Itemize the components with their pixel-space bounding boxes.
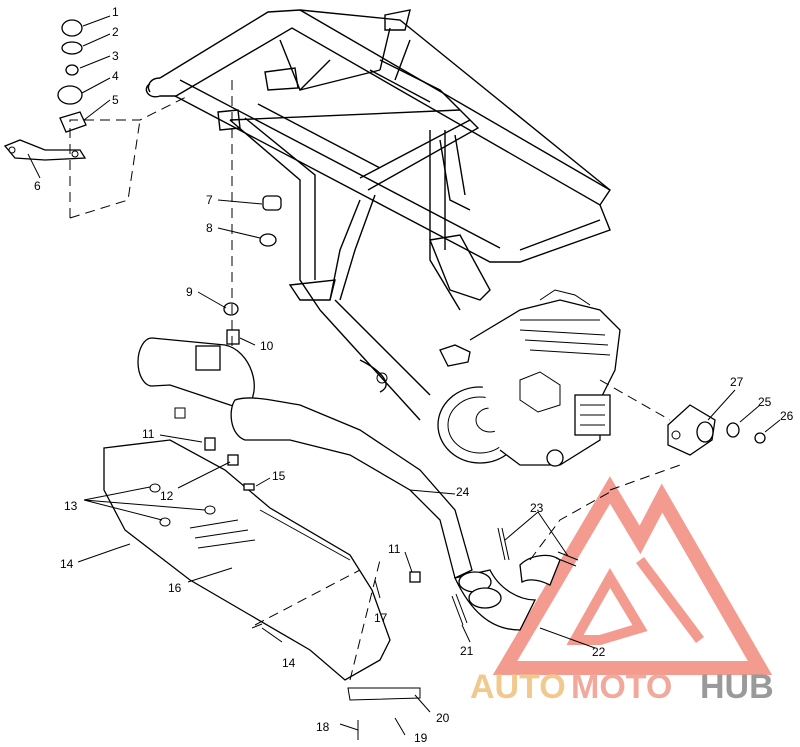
callout-5: 5 (112, 93, 119, 107)
callout-6: 6 (34, 179, 41, 193)
callout-16: 16 (168, 581, 182, 595)
watermark-logo (492, 476, 773, 675)
callout-1: 1 (112, 5, 119, 19)
watermark-text: AUTO MOTO HUB (470, 668, 774, 706)
callout-14b: 14 (282, 656, 296, 670)
callout-2: 2 (112, 25, 119, 39)
engine (437, 289, 621, 467)
callout-9: 9 (186, 285, 193, 299)
callout-4: 4 (112, 69, 119, 83)
callout-24: 24 (456, 485, 470, 499)
heat-shield (103, 439, 391, 681)
callout-labels: 1 2 3 4 5 6 7 8 9 10 11 11 12 13 14 14 1… (34, 5, 794, 745)
callout-3: 3 (112, 49, 119, 63)
callout-11b: 11 (388, 542, 401, 556)
muffler (137, 337, 473, 579)
watermark-moto: MOTO (571, 668, 672, 706)
watermark-auto: AUTO (470, 668, 566, 706)
callout-17: 17 (374, 611, 388, 625)
callout-26: 26 (780, 409, 794, 423)
callout-25: 25 (758, 395, 772, 409)
callout-11a: 11 (142, 427, 155, 441)
callout-15: 15 (272, 469, 286, 483)
mount-stack (3, 19, 421, 740)
callout-23: 23 (530, 501, 544, 515)
exhaust-pipe (451, 527, 579, 631)
exhaust-flange (667, 404, 766, 456)
callout-12: 12 (160, 489, 174, 503)
callout-22: 22 (592, 645, 606, 659)
assembly-lines (69, 80, 681, 681)
callout-7: 7 (206, 193, 213, 207)
vehicle-frame (145, 9, 611, 421)
leader-lines (27, 15, 781, 736)
callout-27: 27 (730, 375, 744, 389)
callout-8: 8 (206, 221, 213, 235)
callout-14a: 14 (60, 557, 74, 571)
callout-21: 21 (460, 644, 474, 658)
callout-18: 18 (316, 720, 330, 734)
callout-13: 13 (64, 499, 78, 513)
watermark-hub: HUB (700, 668, 774, 706)
callout-20: 20 (436, 711, 450, 725)
callout-10: 10 (260, 339, 274, 353)
callout-19: 19 (414, 731, 428, 745)
